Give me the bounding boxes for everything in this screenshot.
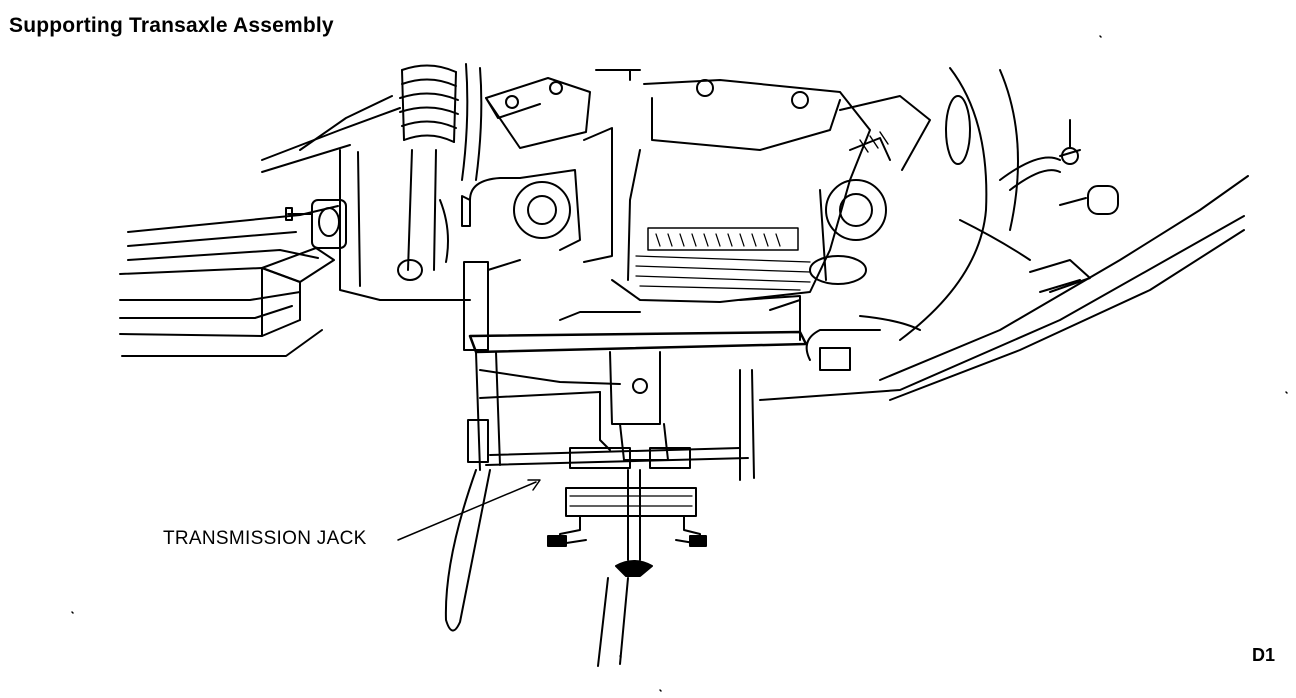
left-engine-mount [286, 200, 346, 248]
transaxle-housing [612, 80, 930, 302]
left-frame-rail [120, 108, 400, 356]
callout-leader [398, 480, 540, 540]
right-flange [810, 180, 886, 284]
scan-specks [72, 36, 1287, 691]
right-body-panel [760, 68, 1248, 400]
transaxle-case [462, 70, 640, 262]
figure-code: D1 [1252, 645, 1276, 665]
transmission-jack-label: TRANSMISSION JACK [163, 528, 367, 549]
jack-handle [446, 470, 490, 631]
transmission-jack [464, 260, 806, 480]
strut-tower [300, 64, 481, 300]
strut-spring [398, 65, 458, 280]
figure-title: Supporting Transaxle Assembly [9, 14, 334, 37]
jack-post [548, 470, 706, 666]
